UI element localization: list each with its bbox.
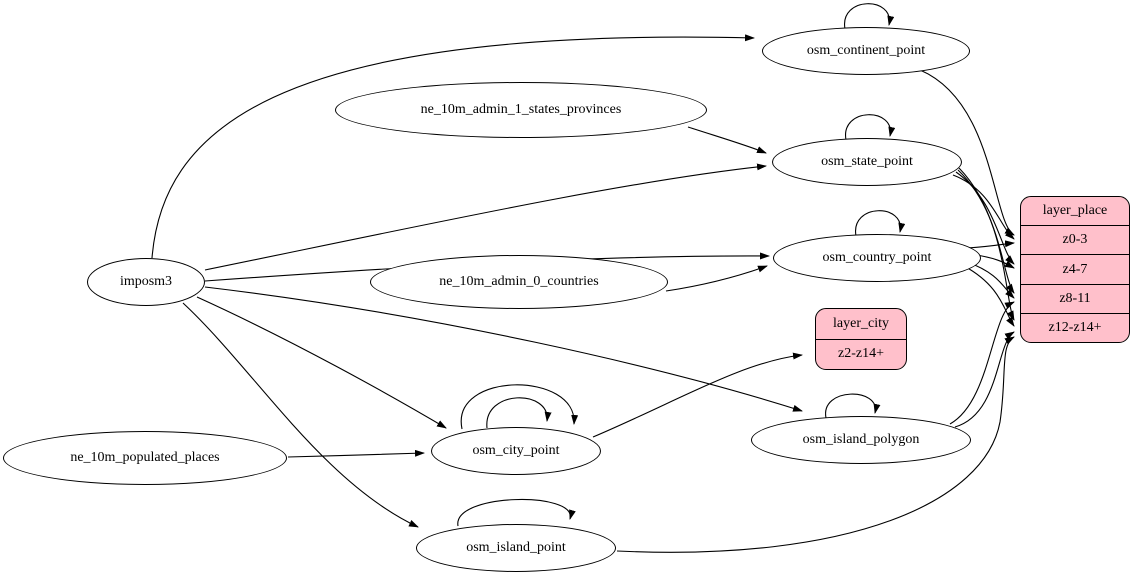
edge-osm_country_point-to-layer_place-z12-z14+ [963, 265, 1015, 327]
edge-osm_state_point-to-layer_place-z8-11 [957, 169, 1015, 294]
edge-osm_island_polygon-to-osm_island_polygon-loop [825, 393, 881, 419]
edge-osm_state_point-to-layer_place-z12-z14+ [958, 167, 1015, 321]
node-label-osm_country_point: osm_country_point [822, 250, 932, 265]
record-row-layer_city-z2-z14+: z2-z14+ [816, 338, 906, 370]
edge-osm_city_point-to-osm_city_point-loop [486, 397, 552, 429]
edge-osm_continent_point-to-layer_place-z0-3 [919, 69, 1015, 236]
node-ne_10m_populated_places: ne_10m_populated_places [3, 431, 287, 485]
edge-ne_10m_populated_places-to-osm_city_point [287, 449, 425, 458]
record-row-layer_place-z4-7: z4-7 [1021, 254, 1129, 283]
node-osm_country_point: osm_country_point [773, 234, 981, 282]
edge-osm_country_point-to-layer_place-z8-11 [966, 261, 1015, 299]
edge-osm_city_point-to-osm_city_point-loop [460, 384, 579, 430]
edge-osm_continent_point-to-osm_continent_point-loop [844, 3, 895, 30]
node-osm_city_point: osm_city_point [431, 427, 601, 475]
node-osm_continent_point: osm_continent_point [762, 27, 970, 75]
edge-osm_island_polygon-to-layer_place-z8-11 [949, 301, 1015, 425]
node-label-ne_10m_populated_places: ne_10m_populated_places [70, 450, 220, 465]
record-layer_city: layer_city z2-z14+ [815, 308, 907, 370]
record-title-layer_city: layer_city [833, 315, 889, 331]
edge-ne_10m_admin_1_states_provinces-to-osm_state_point [687, 126, 767, 154]
edge-osm_country_point-to-osm_country_point-loop [855, 210, 906, 237]
edge-osm_country_point-to-layer_place-z0-3 [966, 240, 1015, 249]
node-ne_10m_admin_0_countries: ne_10m_admin_0_countries [370, 255, 668, 309]
node-label-osm_continent_point: osm_continent_point [806, 43, 926, 58]
edge-imposm3-to-osm_island_polygon [204, 286, 803, 412]
edge-osm_state_point-to-osm_state_point-loop [845, 114, 896, 141]
node-osm_island_polygon: osm_island_polygon [751, 416, 971, 464]
node-ne_10m_admin_1_states_provinces: ne_10m_admin_1_states_provinces [335, 82, 707, 138]
edge-imposm3-to-osm_state_point [204, 163, 767, 271]
record-title-layer_place: layer_place [1042, 203, 1108, 219]
node-label-ne_10m_admin_1_states_provinces: ne_10m_admin_1_states_provinces [420, 102, 622, 117]
edge-imposm3-to-osm_continent_point [151, 34, 755, 259]
edge-osm_city_point-to-layer_city-z2-z14+ [592, 352, 803, 438]
record-row-layer_place-z0-3: z0-3 [1021, 225, 1129, 254]
edge-imposm3-to-osm_island_point [182, 302, 419, 528]
node-label-ne_10m_admin_0_countries: ne_10m_admin_0_countries [439, 274, 599, 289]
edge-osm_island_point-to-osm_island_point-loop [457, 499, 576, 527]
edge-ne_10m_admin_0_countries-to-osm_country_point [665, 265, 768, 292]
edge-osm_state_point-to-layer_place-z4-7 [955, 171, 1015, 265]
node-label-osm_island_polygon: osm_island_polygon [802, 432, 920, 447]
record-row-layer_place-z8-11: z8-11 [1021, 283, 1129, 313]
node-label-osm_island_point: osm_island_point [466, 540, 566, 555]
node-label-imposm3: imposm3 [119, 274, 173, 289]
record-row-layer_place-z12-z14+: z12-z14+ [1021, 312, 1129, 342]
node-imposm3: imposm3 [87, 258, 205, 306]
node-osm_state_point: osm_state_point [772, 138, 962, 186]
node-label-osm_city_point: osm_city_point [472, 443, 560, 458]
node-label-osm_state_point: osm_state_point [821, 154, 913, 169]
edge-imposm3-to-osm_city_point [196, 296, 447, 429]
node-osm_island_point: osm_island_point [416, 524, 616, 572]
edge-osm_state_point-to-layer_place-z0-3 [952, 174, 1015, 240]
edge-osm_island_point-to-layer_place-z12-z14+ [616, 336, 1015, 553]
